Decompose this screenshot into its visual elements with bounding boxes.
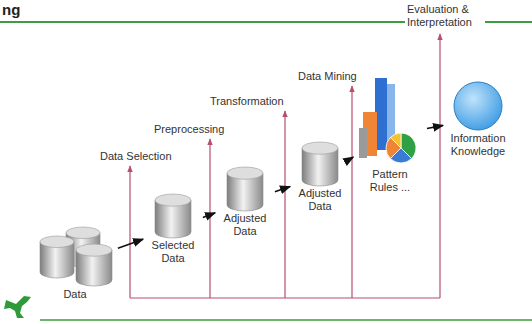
node-shape	[357, 78, 423, 168]
node-shape	[301, 141, 339, 187]
footer-rule	[40, 319, 532, 321]
step-label: Data Selection	[98, 150, 174, 163]
node-label: Information Knowledge	[447, 132, 509, 157]
step-label: Data Mining	[296, 70, 359, 83]
data-store: Selected Data	[145, 193, 201, 264]
flow-arrow	[203, 213, 215, 218]
step-label: Transformation	[208, 95, 286, 108]
pattern-chart: Pattern Rules ...	[355, 78, 425, 193]
shape-art	[302, 142, 338, 186]
flow-arrow	[350, 157, 354, 159]
node-shape	[226, 166, 264, 212]
node-shape	[154, 193, 192, 239]
knowledge-circle: Information Knowledge	[445, 80, 511, 157]
connector-layer	[118, 125, 443, 248]
shape-art	[155, 194, 191, 238]
node-label: Pattern Rules ...	[367, 168, 413, 193]
flow-arrow	[275, 187, 290, 192]
step-label: Evaluation & Interpretation	[405, 3, 485, 28]
node-shape	[452, 80, 504, 132]
step-label: Preprocessing	[152, 123, 226, 136]
node-label: Selected Data	[147, 239, 199, 264]
node-label: Adjusted Data	[219, 212, 271, 237]
data-store: Adjusted Data	[292, 141, 348, 212]
flow-arrow	[118, 239, 143, 248]
node-label: Adjusted Data	[294, 187, 346, 212]
feedback-lines	[130, 34, 440, 298]
node-label: Data	[63, 288, 86, 301]
page-title: ng	[2, 1, 20, 18]
flow-arrow	[427, 125, 443, 128]
data-store: Data	[34, 226, 116, 301]
shape-art	[359, 78, 416, 163]
data-store: Adjusted Data	[217, 166, 273, 237]
shape-art	[454, 82, 502, 130]
shape-art	[227, 167, 263, 211]
node-shape	[36, 226, 114, 288]
logo-bird	[4, 296, 31, 318]
shape-art	[40, 227, 112, 286]
